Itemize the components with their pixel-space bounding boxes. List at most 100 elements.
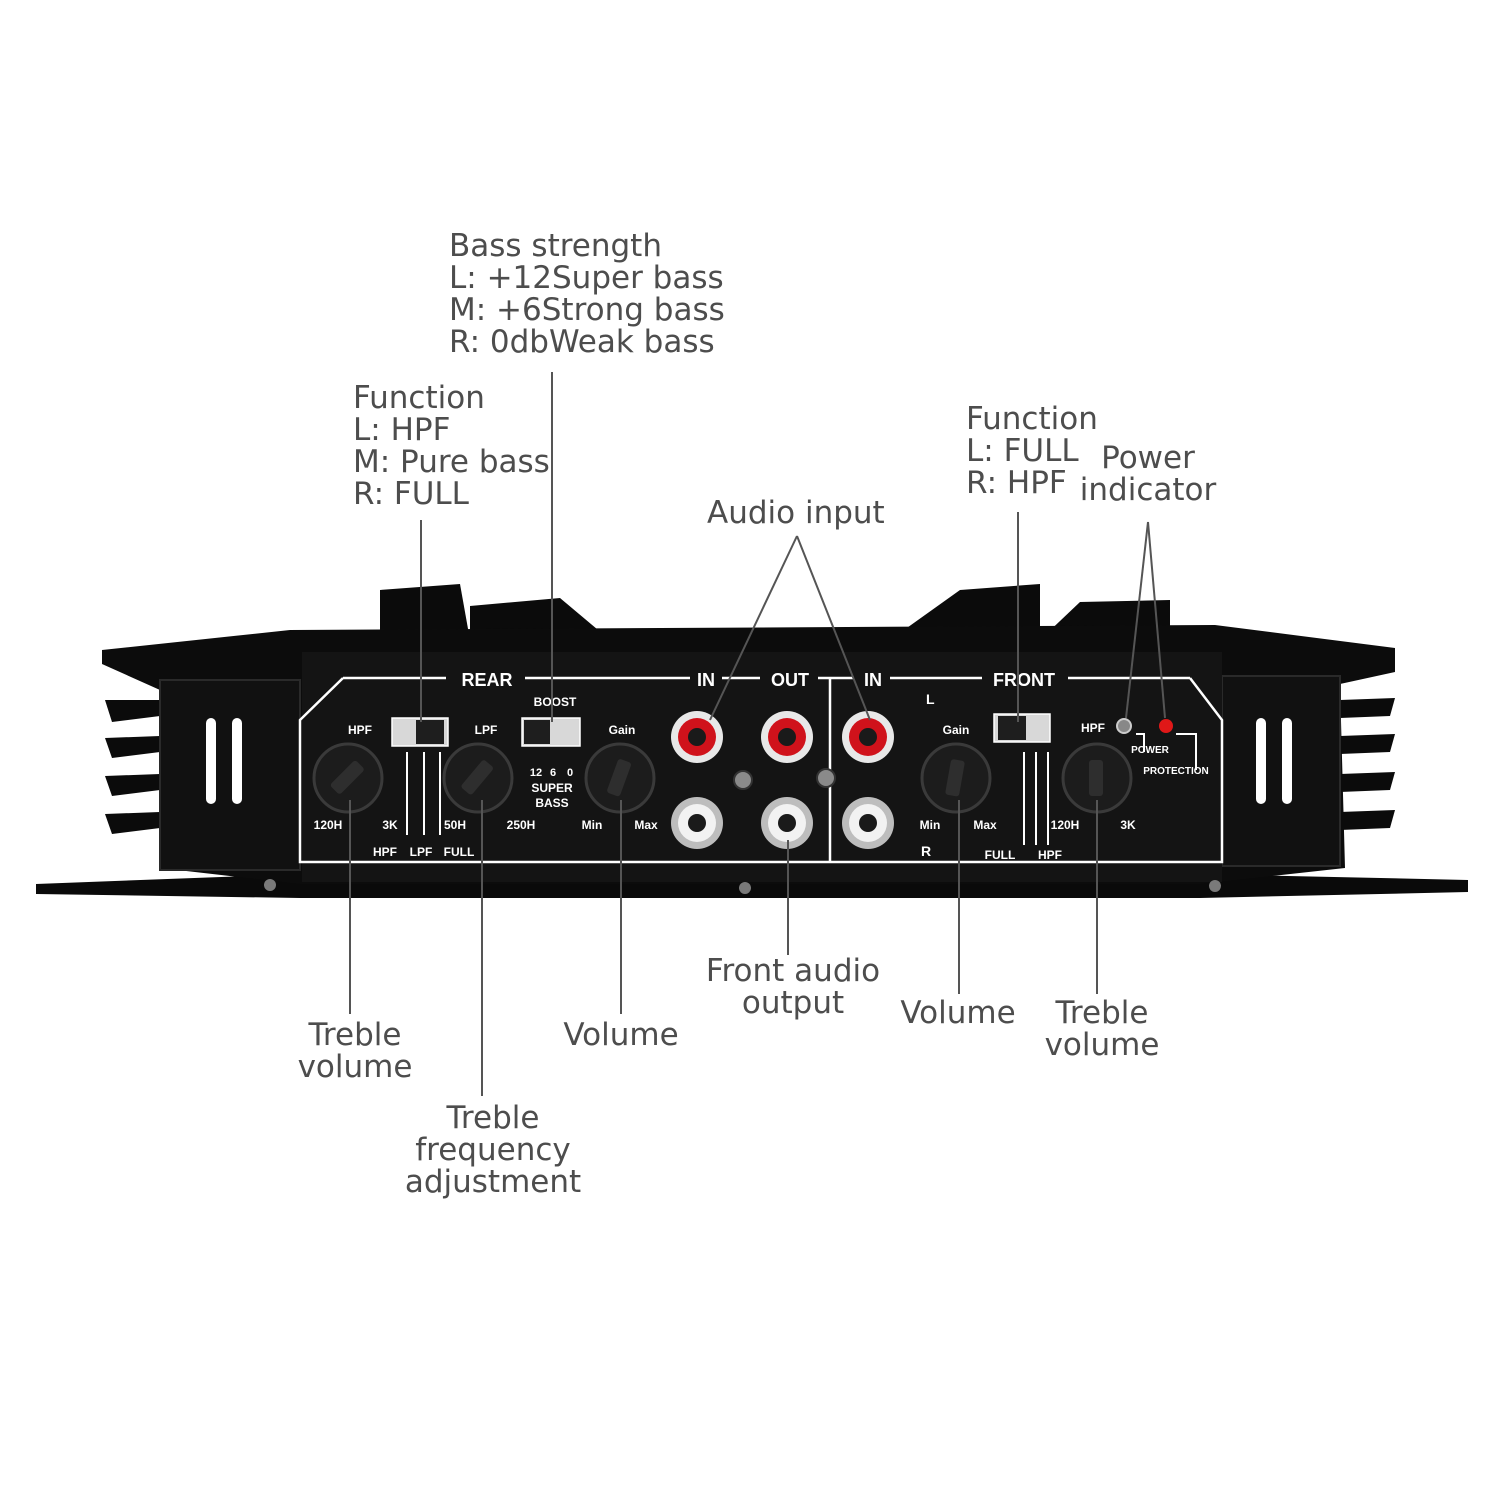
panel-l-mark: L [926,691,935,707]
panel-rear-lpf: LPF [475,723,498,737]
side-fin-left-3 [105,774,160,796]
side-fin-right-2 [1340,734,1395,754]
panel-switch-lpf: LPF [410,845,433,859]
side-fin-right-3 [1340,772,1395,792]
panel-out: OUT [771,670,809,690]
callout-line: Treble [1055,995,1149,1031]
panel-front-switch-hpf: HPF [1038,848,1062,862]
side-fin-right-4 [1340,810,1395,830]
rca-in-white-right[interactable] [842,797,894,849]
panel-boost: BOOST [534,695,577,709]
panel-rear-50h: 50H [444,818,466,832]
callout-line: R: FULL [353,476,469,512]
panel-r-mark: R [921,843,931,859]
panel-in-left: IN [697,670,715,690]
vent-slot [1282,718,1292,804]
callout-front-function: Function L: FULL R: HPF [966,403,1098,499]
callout-line: R: HPF [966,465,1067,501]
panel-boost-6: 6 [550,767,556,779]
panel-front-min: Min [920,818,941,832]
switch-front-function[interactable] [993,713,1051,743]
callout-line: L: HPF [353,412,451,448]
switch-brackets [406,752,1049,845]
panel-front-3k: 3K [1120,818,1136,832]
callout-line: frequency [415,1132,571,1168]
top-fin-right-1 [890,584,1040,640]
callout-line: Function [966,401,1098,437]
callout-front-treble-volume: Treble volume [1037,997,1167,1061]
callout-line: R: 0dbWeak bass [449,324,715,360]
callout-line: adjustment [404,1164,582,1200]
panel-front-max: Max [973,818,997,832]
power-led [1116,718,1132,734]
callout-line: indicator [1079,472,1217,508]
callout-line: L: FULL [966,433,1079,469]
panel-super: SUPER [531,781,573,795]
panel-boost-0: 0 [567,767,573,779]
panel-front: FRONT [993,670,1055,690]
knob-rear-lpf[interactable] [442,742,514,814]
leader-lines [349,372,1166,1096]
side-fin-left-4 [105,812,160,834]
leader-audio-input-left [709,535,798,721]
panel-power: POWER [1131,745,1170,756]
screw [1209,880,1221,892]
callout-line: M: +6Strong bass [449,292,725,328]
callout-treble-frequency: Treble frequency adjustment [403,1102,583,1198]
callout-line: volume [297,1049,413,1085]
side-fin-right-1 [1340,698,1395,718]
switch-boost[interactable] [521,717,581,747]
callout-line: Bass strength [449,228,662,264]
vent-slot [1256,718,1266,804]
panel-rear-min: Min [582,818,603,832]
panel-protection: PROTECTION [1143,766,1209,777]
callout-line: Audio input [707,495,885,531]
callout-front-volume: Volume [893,997,1023,1029]
panel-rear-120h: 120H [314,818,343,832]
screw [816,768,836,788]
end-cap-left [159,679,301,871]
leader-power-right [1147,521,1166,719]
rca-in-white-left[interactable] [671,797,723,849]
leader-audio-input-right [796,535,871,721]
knob-front-gain[interactable] [920,742,992,814]
panel-rear-3k: 3K [382,818,398,832]
panel-in-right: IN [864,670,882,690]
panel-rear-gain: Gain [609,723,636,737]
callout-line: Treble [446,1100,540,1136]
rca-out-white[interactable] [761,797,813,849]
panel-rear-hpf: HPF [348,723,372,737]
knob-rear-hpf[interactable] [312,742,384,814]
callout-front-audio-output: Front audio output [698,955,888,1019]
callout-line: volume [1044,1027,1160,1063]
vent-slot [206,718,216,804]
callout-line: Front audio [705,953,881,989]
callout-line: Volume [900,995,1016,1031]
panel-front-120h: 120H [1051,818,1080,832]
panel-switch-full: FULL [444,845,475,859]
panel-bass: BASS [535,796,568,810]
callout-line: Treble [308,1017,402,1053]
led-bracket [1136,733,1197,770]
protection-led [1159,719,1173,733]
panel-boost-12: 12 [530,767,542,779]
panel-border [298,676,1224,864]
callout-power-indicator: Power indicator [1078,442,1218,506]
switch-rear-function[interactable] [391,717,449,747]
panel-front-switch-full: FULL [985,848,1016,862]
callout-line: Power [1101,440,1195,476]
side-fin-left-1 [105,700,160,722]
callout-rear-volume: Volume [556,1019,686,1051]
rca-in-red-left[interactable] [671,711,723,763]
rca-in-red-right[interactable] [842,711,894,763]
side-fin-left-2 [105,736,160,758]
panel-switch-hpf: HPF [373,845,397,859]
screw [264,879,276,891]
leader-power-left [1125,521,1149,719]
vent-slot [232,718,242,804]
panel-rear-max: Max [634,818,658,832]
callout-line: Function [353,380,485,416]
rca-out-red[interactable] [761,711,813,763]
panel-front-hpf: HPF [1081,721,1105,735]
callout-bass-strength: Bass strength L: +12Super bass M: +6Stro… [449,230,725,358]
